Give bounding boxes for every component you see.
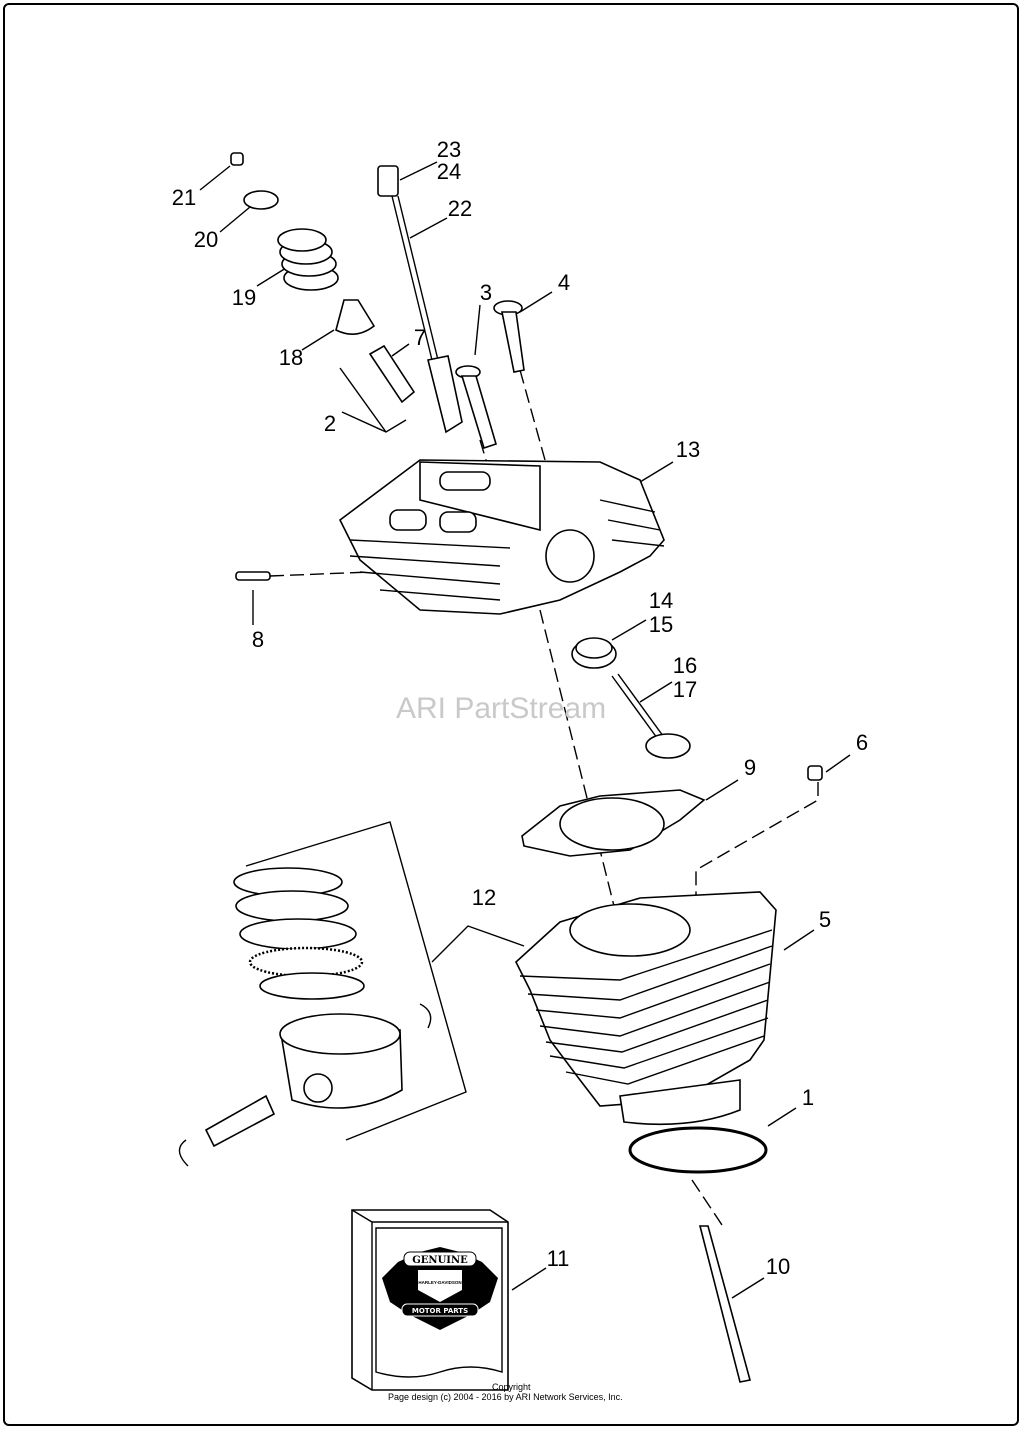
callout-3[interactable]: 3	[479, 280, 493, 305]
head-gasket	[521, 789, 706, 857]
callout-11[interactable]: 11	[546, 1246, 570, 1271]
dowel	[807, 765, 823, 781]
valve	[611, 673, 691, 759]
copyright-label: Copyright	[492, 1382, 531, 1392]
valve-spring	[277, 228, 339, 291]
leader-lines	[199, 161, 851, 1299]
valve-keeper	[230, 152, 244, 166]
o-ring	[628, 1126, 768, 1174]
valve-guide	[368, 344, 416, 404]
callout-16[interactable]: 16	[672, 653, 698, 678]
callout-19[interactable]: 19	[231, 285, 257, 310]
callout-23[interactable]: 23	[436, 137, 462, 162]
cylinder-head	[338, 459, 665, 615]
callout-14[interactable]: 14	[648, 588, 674, 613]
callout-21[interactable]: 21	[171, 185, 197, 210]
callout-5[interactable]: 5	[818, 907, 832, 932]
logo-hd-text: HARLEY-DAVIDSON	[418, 1280, 461, 1285]
alignment-lines	[269, 369, 819, 1226]
logo-motor-parts-text: MOTOR PARTS	[412, 1307, 468, 1315]
copyright-notice: Page design (c) 2004 - 2016 by ARI Netwo…	[388, 1392, 623, 1402]
callout-20[interactable]: 20	[193, 227, 219, 252]
exhaust-gasket	[571, 637, 617, 669]
callout-7[interactable]: 7	[413, 325, 427, 350]
temperature-sensor	[377, 165, 463, 434]
callout-22[interactable]: 22	[447, 196, 473, 221]
logo-genuine-text: GENUINE	[412, 1255, 468, 1266]
gasket-kit-box: GENUINE HARLEY-DAVIDSON MOTOR PARTS	[351, 1209, 509, 1391]
callout-17[interactable]: 17	[672, 677, 698, 702]
callout-18[interactable]: 18	[278, 345, 304, 370]
page-border	[3, 3, 1019, 1426]
callout-9[interactable]: 9	[743, 755, 757, 780]
callout-8[interactable]: 8	[251, 627, 265, 652]
callout-24[interactable]: 24	[436, 159, 462, 184]
cylinder-stud	[698, 1225, 751, 1383]
callout-6[interactable]: 6	[855, 730, 869, 755]
callout-15[interactable]: 15	[648, 612, 674, 637]
callout-13[interactable]: 13	[675, 437, 701, 462]
callout-12[interactable]: 12	[471, 885, 497, 910]
genuine-motor-parts-logo: GENUINE HARLEY-DAVIDSON MOTOR PARTS	[382, 1247, 498, 1330]
callout-1[interactable]: 1	[801, 1085, 815, 1110]
head-bolt-4	[493, 300, 525, 373]
valve-stem-seal	[335, 299, 376, 335]
stud	[235, 571, 271, 581]
callout-10[interactable]: 10	[765, 1254, 791, 1279]
callout-2[interactable]: 2	[323, 411, 337, 436]
spring-retainer	[243, 190, 279, 210]
watermark: ARI PartStream	[396, 692, 607, 725]
callout-4[interactable]: 4	[557, 270, 571, 295]
cylinder	[515, 891, 777, 1126]
piston-kit	[178, 821, 467, 1167]
head-bolt-3	[455, 365, 497, 450]
